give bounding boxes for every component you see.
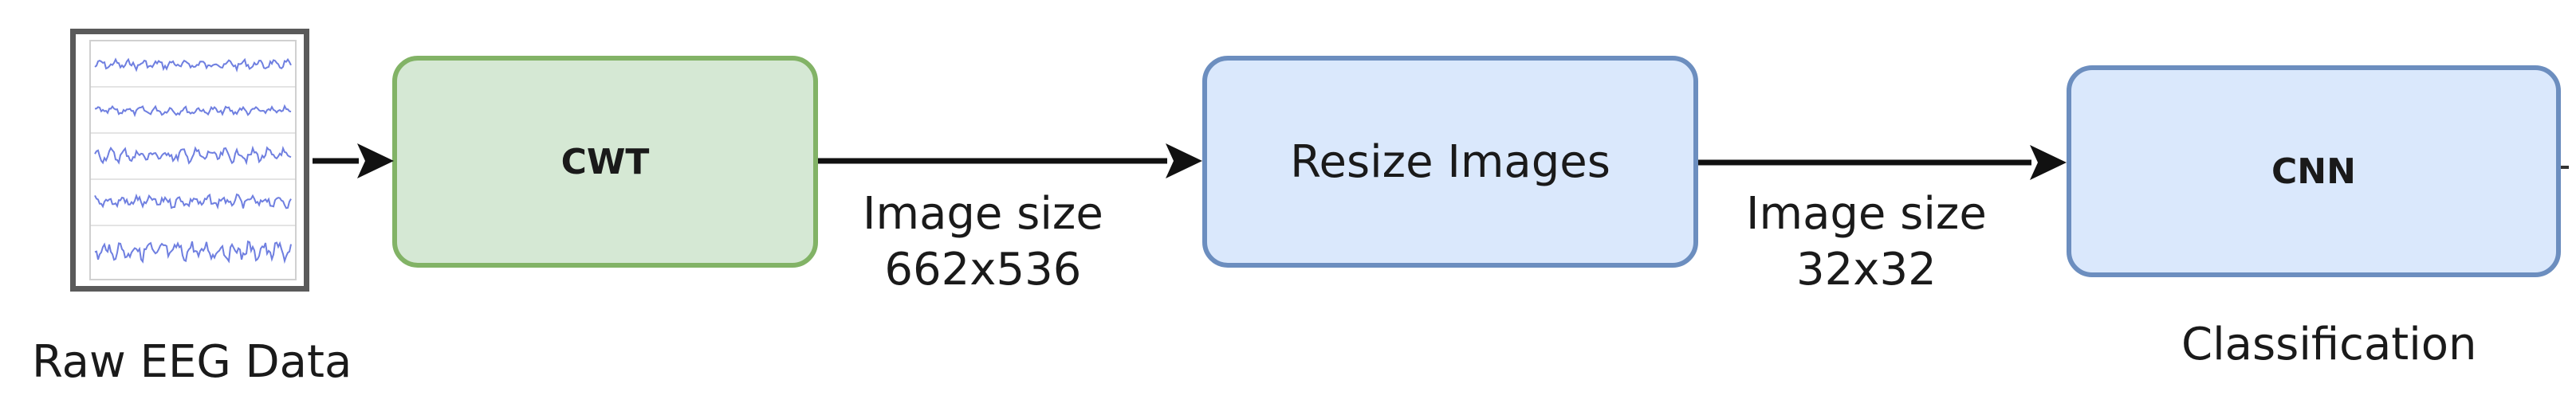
eeg-trace: [94, 104, 292, 118]
arrow-resize-to-cnn: [1698, 145, 2067, 180]
eeg-signal-plot-icon: [89, 40, 297, 280]
eeg-trace: [94, 145, 292, 166]
resize-images-label: Resize Images: [1290, 135, 1610, 188]
cwt-node: CWT: [392, 56, 818, 268]
edge-label-resize-cnn-line1: Image size: [1746, 188, 1987, 240]
edge-label-cwt-resize-line1: Image size: [863, 188, 1103, 240]
edge-label-resize-cnn: Image size 32x32: [1746, 186, 1987, 298]
raw-eeg-label: Raw EEG Data: [32, 336, 352, 388]
raw-eeg-thumbnail: [70, 29, 309, 292]
cnn-label: CNN: [2271, 151, 2356, 192]
eeg-trace: [94, 240, 292, 264]
arrow-raw-to-cwt: [313, 143, 394, 178]
resize-images-node: Resize Images: [1202, 56, 1698, 268]
edge-label-resize-cnn-line2: 32x32: [1796, 244, 1937, 296]
arrow-cwt-to-resize: [818, 143, 1202, 178]
classification-label: Classification: [2181, 319, 2477, 370]
edge-label-cwt-resize-line2: 662x536: [884, 244, 1082, 296]
eeg-trace: [94, 57, 292, 73]
cnn-node: CNN: [2067, 65, 2561, 277]
edge-label-cwt-resize: Image size 662x536: [863, 186, 1103, 298]
eeg-trace: [94, 193, 292, 210]
cwt-label: CWT: [560, 141, 650, 182]
